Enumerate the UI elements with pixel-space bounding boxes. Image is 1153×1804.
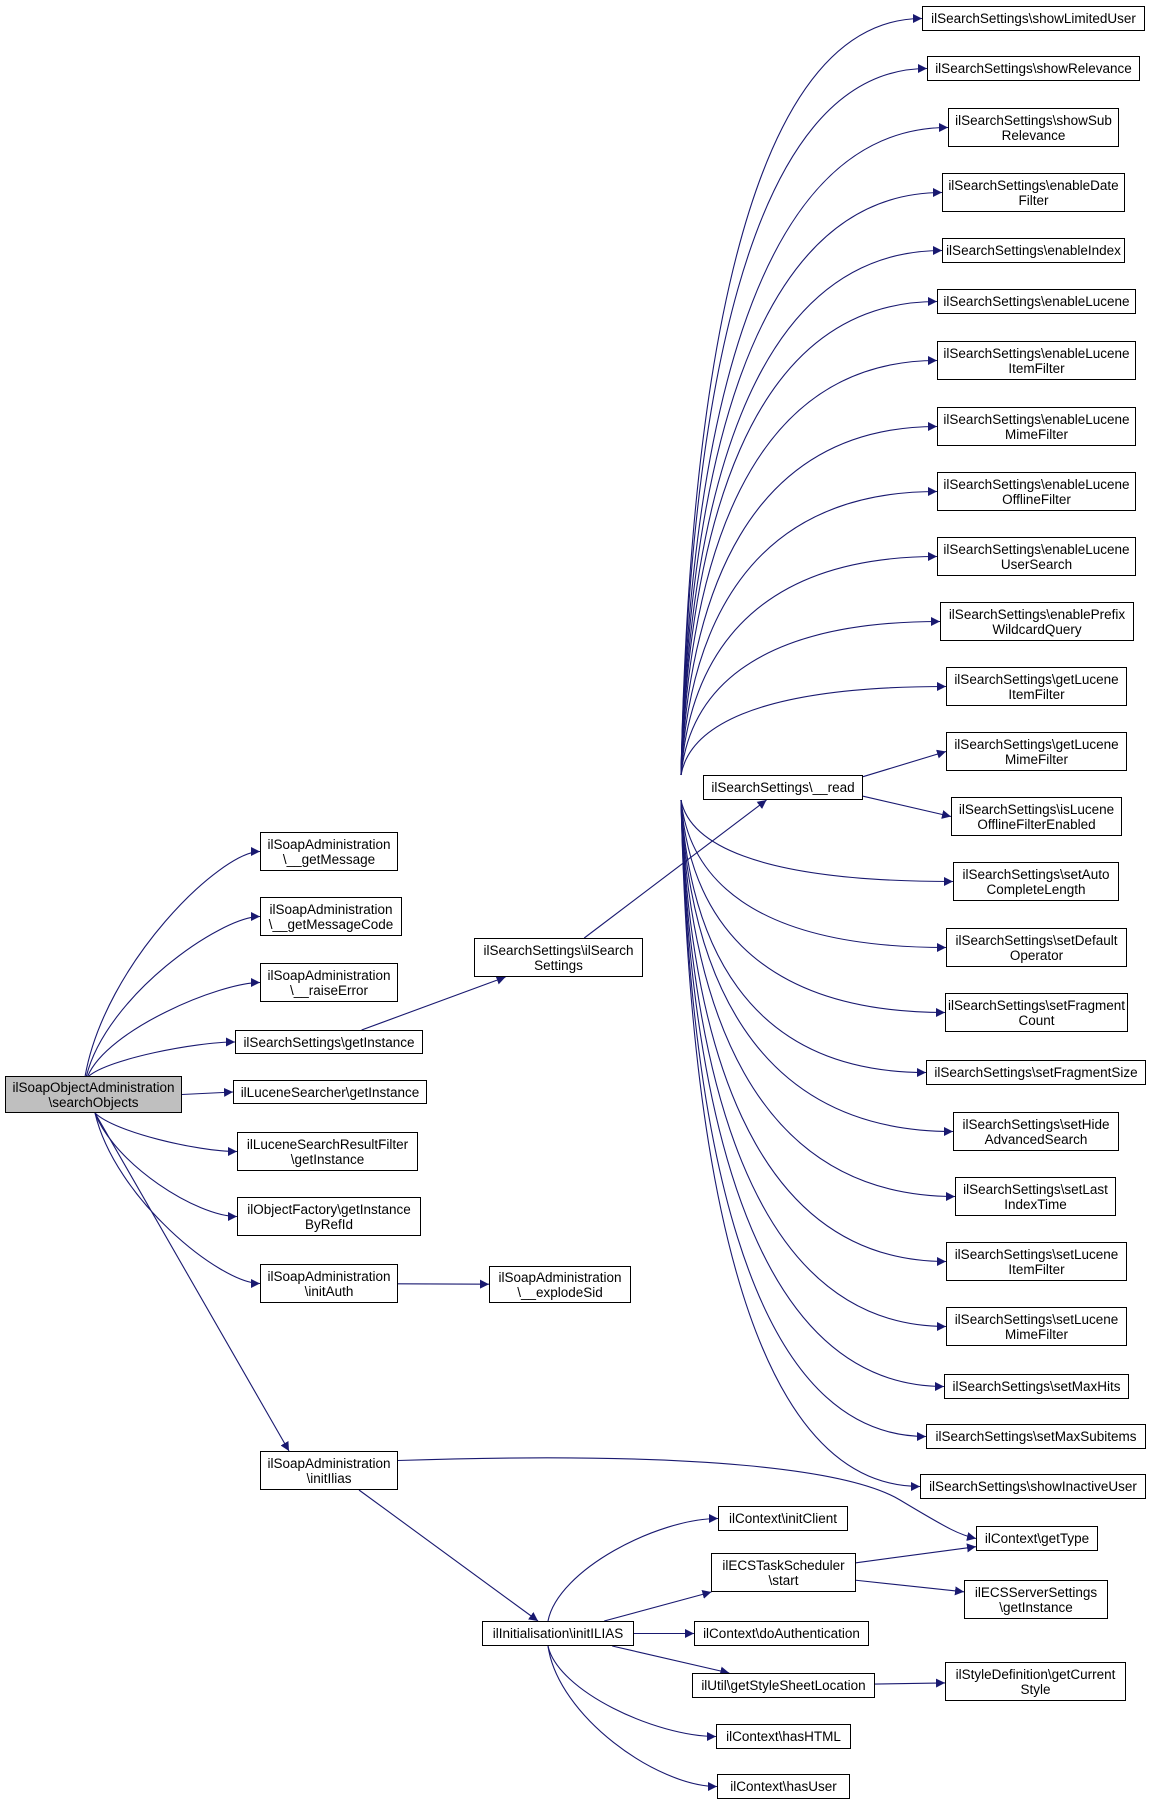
node-r9[interactable]: ilSearchSettings\enableLucene OfflineFil… [937, 472, 1136, 511]
node-style-sheet[interactable]: ilUtil\getStyleSheetLocation [692, 1673, 875, 1698]
node-r16[interactable]: ilSearchSettings\setDefault Operator [946, 928, 1127, 967]
node-r2[interactable]: ilSearchSettings\showRelevance [927, 56, 1140, 81]
node-style-current[interactable]: ilStyleDefinition\getCurrent Style [945, 1662, 1126, 1701]
edge-initILIAS-to-initClient [547, 1514, 719, 1622]
edge-ssRead-to-r10 [680, 552, 938, 776]
node-has-user[interactable]: ilContext\hasUser [717, 1774, 850, 1799]
node-r24[interactable]: ilSearchSettings\setMaxSubitems [926, 1424, 1146, 1449]
node-init-client[interactable]: ilContext\initClient [718, 1506, 848, 1531]
node-ecs-start[interactable]: ilECSTaskScheduler \start [711, 1553, 856, 1592]
node-r20[interactable]: ilSearchSettings\setLast IndexTime [955, 1177, 1116, 1216]
edge-ssRead-to-r13 [862, 749, 947, 778]
node-init-i-l-i-a-s[interactable]: ilInitialisation\initILIAS [482, 1621, 634, 1646]
edge-initIlias-to-getType [397, 1457, 977, 1541]
edge-ssRead-to-r9 [680, 487, 938, 776]
edge-ssRead-to-r17 [680, 799, 946, 1017]
edge-root-to-ssGetInstance [88, 1037, 236, 1077]
node-get-message-code[interactable]: ilSoapAdministration \__getMessageCode [260, 897, 402, 936]
node-r23[interactable]: ilSearchSettings\setMaxHits [944, 1374, 1129, 1399]
edge-ssRead-to-r3 [680, 123, 949, 776]
edge-root-to-resultFilter [94, 1112, 238, 1156]
edge-ecsStart-to-getType [855, 1543, 977, 1564]
node-ecs-server[interactable]: ilECSServerSettings \getInstance [964, 1580, 1108, 1619]
node-result-filter[interactable]: ilLuceneSearchResultFilter \getInstance [237, 1132, 418, 1171]
node-has-h-t-m-l[interactable]: ilContext\hasHTML [716, 1724, 851, 1749]
node-object-factory[interactable]: ilObjectFactory\getInstance ByRefId [237, 1197, 421, 1236]
node-init-ilias[interactable]: ilSoapAdministration \initIlias [260, 1451, 398, 1490]
edge-initIlias-to-initILIAS [358, 1489, 539, 1622]
node-r14[interactable]: ilSearchSettings\isLucene OfflineFilterE… [951, 797, 1122, 836]
edge-ssRead-to-r19 [680, 799, 954, 1136]
node-get-type[interactable]: ilContext\getType [976, 1526, 1098, 1551]
node-root: ilSoapObjectAdministration \searchObject… [5, 1076, 182, 1113]
node-explode-sid[interactable]: ilSoapAdministration \__explodeSid [489, 1266, 631, 1303]
edge-root-to-luceneSearcher [181, 1087, 234, 1097]
edge-ssRead-to-r22 [680, 799, 947, 1331]
edge-root-to-raiseError [87, 978, 261, 1077]
node-ss-get-instance[interactable]: ilSearchSettings\getInstance [235, 1030, 423, 1054]
node-r18[interactable]: ilSearchSettings\setFragmentSize [926, 1060, 1146, 1085]
edge-styleSheet-to-styleCurrent [874, 1678, 946, 1688]
node-r10[interactable]: ilSearchSettings\enableLucene UserSearch [937, 537, 1136, 576]
edge-root-to-getMessage [84, 847, 261, 1077]
edge-ssRead-to-r21 [680, 799, 947, 1266]
edge-ssRead-to-r8 [680, 422, 938, 776]
edge-ssRead-to-r7 [680, 356, 938, 776]
node-r13[interactable]: ilSearchSettings\getLucene MimeFilter [946, 732, 1127, 771]
node-r1[interactable]: ilSearchSettings\showLimitedUser [922, 6, 1145, 31]
node-r25[interactable]: ilSearchSettings\showInactiveUser [920, 1474, 1146, 1499]
edge-initILIAS-to-ecsStart [604, 1590, 712, 1622]
node-ss-construct[interactable]: ilSearchSettings\ilSearch Settings [474, 938, 643, 977]
node-ss-read[interactable]: ilSearchSettings\__read [703, 775, 863, 800]
edge-ssRead-to-r5 [680, 246, 943, 776]
node-r22[interactable]: ilSearchSettings\setLucene MimeFilter [946, 1307, 1127, 1346]
node-get-message[interactable]: ilSoapAdministration \__getMessage [260, 832, 398, 871]
edge-ssRead-to-r20 [680, 799, 956, 1201]
node-init-auth[interactable]: ilSoapAdministration \initAuth [260, 1264, 398, 1303]
edge-ssRead-to-r18 [680, 799, 927, 1077]
edge-ssRead-to-r16 [680, 799, 947, 952]
node-r12[interactable]: ilSearchSettings\getLucene ItemFilter [946, 667, 1127, 706]
edge-ssRead-to-r12 [680, 682, 947, 776]
edge-ssGetInstance-to-ssConstruct [361, 975, 506, 1031]
edge-ssRead-to-r11 [680, 617, 941, 776]
edge-ssRead-to-r14 [862, 795, 952, 819]
node-lucene-searcher[interactable]: ilLuceneSearcher\getInstance [233, 1080, 427, 1104]
edge-ssRead-to-r15 [680, 799, 954, 886]
edge-root-to-getMessageCode [85, 912, 261, 1077]
node-do-auth[interactable]: ilContext\doAuthentication [694, 1621, 869, 1646]
node-r6[interactable]: ilSearchSettings\enableLucene [937, 289, 1136, 314]
node-r8[interactable]: ilSearchSettings\enableLucene MimeFilter [937, 407, 1136, 446]
edge-initILIAS-to-hasHTML [547, 1645, 717, 1741]
node-raise-error[interactable]: ilSoapAdministration \__raiseError [260, 963, 398, 1002]
node-r17[interactable]: ilSearchSettings\setFragment Count [945, 993, 1128, 1032]
node-r3[interactable]: ilSearchSettings\showSub Relevance [948, 108, 1119, 147]
edge-root-to-objectFactory [94, 1112, 238, 1221]
node-r11[interactable]: ilSearchSettings\enablePrefix WildcardQu… [940, 602, 1134, 641]
edge-root-to-initAuth [94, 1112, 261, 1288]
edge-ssRead-to-r23 [680, 799, 945, 1391]
edge-ssRead-to-r25 [680, 799, 921, 1491]
node-r15[interactable]: ilSearchSettings\setAuto CompleteLength [953, 862, 1119, 901]
edge-ssRead-to-r1 [680, 14, 923, 776]
edge-ecsStart-to-ecsServer [855, 1579, 965, 1596]
node-r7[interactable]: ilSearchSettings\enableLucene ItemFilter [937, 341, 1136, 380]
node-r19[interactable]: ilSearchSettings\setHide AdvancedSearch [953, 1112, 1119, 1151]
edge-ssRead-to-r4 [680, 188, 943, 776]
edge-initILIAS-to-hasUser [547, 1645, 718, 1791]
edge-initILIAS-to-styleSheet [612, 1645, 730, 1676]
edge-ssRead-to-r6 [680, 297, 938, 776]
edge-root-to-initIlias [94, 1112, 290, 1452]
node-r21[interactable]: ilSearchSettings\setLucene ItemFilter [946, 1242, 1127, 1281]
edge-ssConstruct-to-ssRead [583, 799, 767, 939]
edge-ssRead-to-r2 [680, 64, 928, 776]
edge-ssRead-to-r24 [680, 799, 927, 1441]
node-r4[interactable]: ilSearchSettings\enableDate Filter [942, 173, 1125, 212]
node-r5[interactable]: ilSearchSettings\enableIndex [942, 238, 1125, 263]
